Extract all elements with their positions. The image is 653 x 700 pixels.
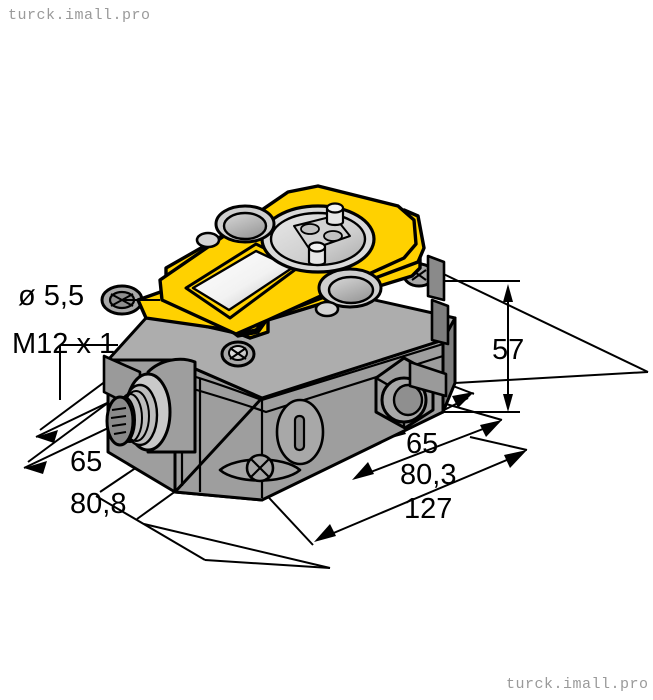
ext-line-top-right — [407, 256, 649, 373]
device-body — [100, 184, 457, 502]
oval-face-detail — [275, 398, 325, 466]
label-dim-right-upper: 65 — [406, 428, 439, 460]
cover-screw-front — [220, 340, 256, 368]
watermark-top: turck.imall.pro — [8, 7, 151, 24]
sensor-pin-lower — [307, 241, 327, 267]
label-dim-height: 57 — [492, 334, 525, 366]
mounting-flange-front — [218, 453, 302, 483]
port-upper-left — [214, 204, 276, 244]
watermark-bottom: turck.imall.pro — [506, 676, 649, 693]
arrow-right-127 — [504, 450, 527, 468]
label-dim-left-upper: 65 — [70, 446, 103, 478]
ext-tick-right-c — [469, 436, 528, 451]
dim-line-right-127 — [316, 453, 522, 541]
label-dim-right-lower: 127 — [404, 493, 453, 525]
dim-line-right-80-3 — [354, 423, 497, 479]
arrow-height-down — [503, 394, 513, 412]
label-dim-right-middle: 80,3 — [400, 459, 457, 491]
arrow-right-80-3 — [480, 420, 502, 437]
m12-pins — [110, 407, 127, 435]
ext-line-bottom-right — [454, 371, 649, 384]
port-small-upper — [195, 231, 221, 249]
ext-rail-bottom-left — [95, 495, 206, 561]
round-sensor-face — [260, 202, 376, 274]
port-small-lower — [314, 300, 340, 318]
ext-rail-bottom-right — [204, 559, 331, 569]
arrow-height-up — [503, 284, 513, 302]
arrow-right-127-far — [314, 524, 336, 542]
sensor-pin-upper — [325, 202, 345, 227]
arrow-right-80-3-far — [352, 462, 374, 480]
ext-rail-bottom-mid — [143, 523, 331, 569]
arrow-left-80-8 — [24, 461, 47, 474]
ext-tick-right-b — [445, 403, 503, 421]
arrow-right-65 — [452, 392, 474, 408]
label-dim-left-lower: 80,8 — [70, 488, 127, 520]
side-latch-details — [408, 254, 450, 398]
label-thread: M12 x 1 — [12, 328, 116, 360]
port-lower-right — [317, 267, 383, 309]
label-hole-diameter: ø 5,5 — [18, 280, 85, 312]
m12-connector[interactable] — [105, 357, 197, 454]
arrow-left-65 — [36, 430, 58, 443]
